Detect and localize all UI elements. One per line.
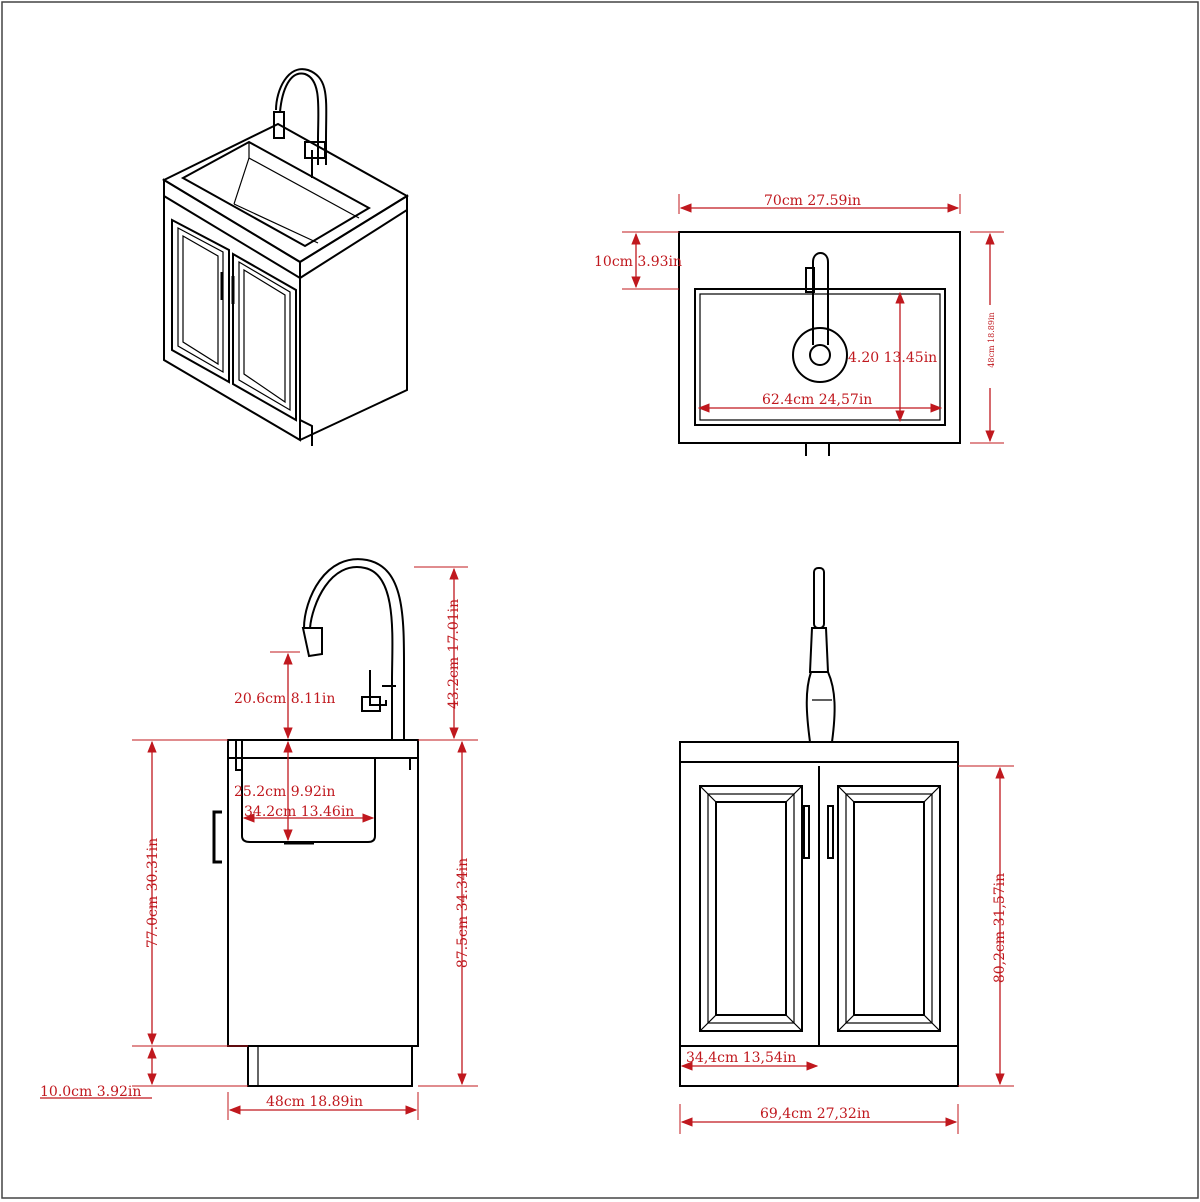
top-basin-depth-label: 4.20 13.45in: [848, 350, 937, 366]
iso-basin: [180, 140, 372, 248]
top-basin-width-label: 62.4cm 24,57in: [762, 392, 872, 408]
iso-countertop: [161, 122, 409, 264]
side-faucet: [309, 566, 394, 740]
front-faucet: [813, 567, 825, 629]
front-view: 80,2cm 31,57in 34,4cm 13,54in 69,4cm 27,…: [679, 567, 1014, 1134]
top-drain: [792, 327, 848, 383]
top-basin: [694, 288, 946, 426]
top-back-margin-label: 10cm 3.93in: [594, 254, 682, 270]
side-basin-depth-label: 25.2cm 9.92in: [234, 784, 335, 800]
front-countertop: [679, 741, 959, 763]
front-right-door: [837, 785, 941, 1032]
side-basin-length-label: 34.2cm 13.46in: [244, 804, 354, 820]
side-view: 43.2cm 17.01in 20.6cm 8.11in 25.2cm 9.92…: [40, 558, 478, 1120]
side-countertop: [227, 739, 419, 759]
top-width-label: 70cm 27.59in: [764, 193, 861, 209]
side-depth-label: 48cm 18.89in: [266, 1094, 363, 1110]
side-cabinet-height-label: 77.0cm 30.31in: [145, 838, 161, 948]
top-view: 70cm 27.59in 10cm 3.93in 48cm 18.89in 4.…: [594, 193, 1004, 456]
side-cabinet: [227, 757, 419, 1047]
side-spout-height-label: 20.6cm 8.11in: [234, 691, 335, 707]
side-faucet-height-label: 43.2cm 17.01in: [446, 599, 462, 709]
side-basin: [241, 758, 376, 843]
front-door-width-label: 34,4cm 13,54in: [686, 1050, 796, 1066]
front-left-door: [699, 785, 803, 1032]
iso-faucet: [279, 72, 320, 165]
side-total-height-label: 87.5cm 34.34in: [455, 858, 471, 968]
front-height-label: 80,2cm 31,57in: [992, 873, 1008, 983]
top-depth-label: 48cm 18.89in: [987, 312, 996, 367]
isometric-view: [161, 68, 409, 446]
front-cabinet: [679, 761, 959, 1087]
side-toe-kick-label: 10.0cm 3.92in: [40, 1084, 141, 1100]
top-countertop: [678, 231, 961, 444]
front-width-label: 69,4cm 27,32in: [760, 1106, 870, 1122]
